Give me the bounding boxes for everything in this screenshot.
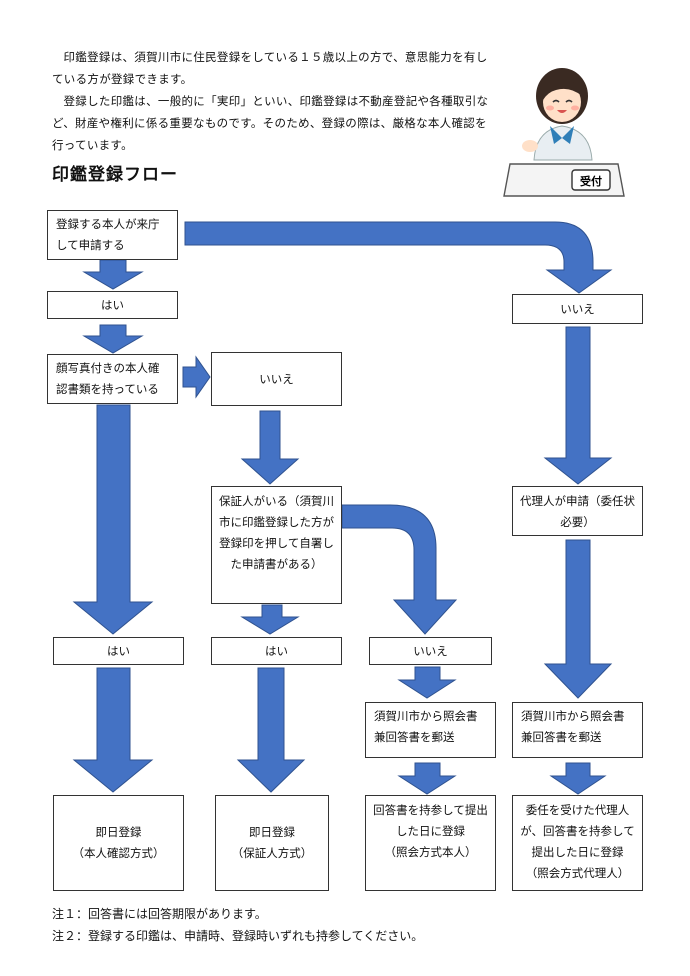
intro-paragraph-1: 印鑑登録は、須賀川市に住民登録をしている１５歳以上の方で、意思能力を有している方…	[52, 50, 488, 86]
node-proxy: 代理人が申請（委任状必要）	[512, 486, 643, 536]
arrow-down-icon	[240, 604, 300, 635]
result-guarantor-line1: 即日登録	[249, 825, 295, 839]
arrow-down-icon	[82, 324, 144, 354]
arrow-curve-icon	[184, 221, 613, 294]
arrow-right-icon	[182, 355, 211, 399]
node-mail-inquiry: 須賀川市から照会書兼回答書を郵送	[365, 702, 496, 758]
arrow-down-icon	[543, 539, 613, 699]
result-proxy-line1: 委任を受けた代理人が、回答書を持参して提出した日に登録	[520, 803, 635, 859]
result-id-line1: 即日登録	[95, 825, 142, 839]
node-result-guarantor: 即日登録 （保証人方式）	[215, 795, 329, 891]
arrow-down-icon	[82, 259, 144, 290]
node-result-id: 即日登録 （本人確認方式）	[53, 795, 184, 891]
reception-sign-label: 受付	[580, 174, 602, 188]
arrow-down-icon	[240, 410, 300, 485]
node-guarantor: 保証人がいる（須賀川市に印鑑登録した方が登録印を押して自署した申請書がある）	[211, 486, 342, 604]
arrow-down-icon	[236, 667, 306, 793]
intro-text: 印鑑登録は、須賀川市に住民登録をしている１５歳以上の方で、意思能力を有している方…	[52, 46, 492, 156]
node-no-guarantor: いいえ	[369, 637, 492, 665]
result-id-line2: （本人確認方式）	[72, 846, 165, 860]
node-no-photo: いいえ	[211, 352, 342, 406]
receptionist-illustration: 受付	[503, 68, 625, 197]
arrow-curve-icon	[341, 504, 458, 635]
result-guarantor-line2: （保証人方式）	[231, 846, 313, 860]
arrow-down-icon	[72, 667, 154, 793]
notes: 注１：回答書には回答期限があります。 注２：登録する印鑑は、申請時、登録時いずれ…	[52, 903, 423, 947]
arrow-down-icon	[543, 326, 613, 485]
node-yes-guarantor: はい	[211, 637, 342, 665]
node-yes-photo: はい	[53, 637, 184, 665]
note-2: 注２：登録する印鑑は、申請時、登録時いずれも持参してください。	[52, 929, 424, 943]
arrow-down-icon	[397, 762, 457, 795]
node-yes-1: はい	[47, 291, 178, 319]
node-start: 登録する本人が来庁して申請する	[47, 210, 178, 260]
node-no-top: いいえ	[512, 294, 643, 324]
flow-title: 印鑑登録フロー	[52, 165, 178, 185]
node-mail-inquiry-proxy: 須賀川市から照会書兼回答書を郵送	[512, 702, 643, 758]
node-photo-id: 顔写真付きの本人確認書類を持っている	[47, 354, 178, 404]
arrow-down-icon	[549, 762, 607, 795]
result-inquiry-line1: 回答書を持参して提出した日に登録	[373, 803, 488, 838]
node-result-inquiry: 回答書を持参して提出した日に登録 （照会方式本人）	[365, 795, 496, 891]
arrow-down-icon	[72, 404, 154, 635]
intro-paragraph-2: 登録した印鑑は、一般的に「実印」といい、印鑑登録は不動産登記や各種取引など、財産…	[52, 94, 489, 152]
arrow-down-icon	[397, 666, 457, 699]
note-1: 注１：回答書には回答期限があります。	[52, 907, 267, 921]
node-result-proxy: 委任を受けた代理人が、回答書を持参して提出した日に登録 （照会方式代理人）	[512, 795, 643, 891]
result-inquiry-line2: （照会方式本人）	[384, 845, 477, 859]
result-proxy-line2: （照会方式代理人）	[525, 866, 630, 880]
